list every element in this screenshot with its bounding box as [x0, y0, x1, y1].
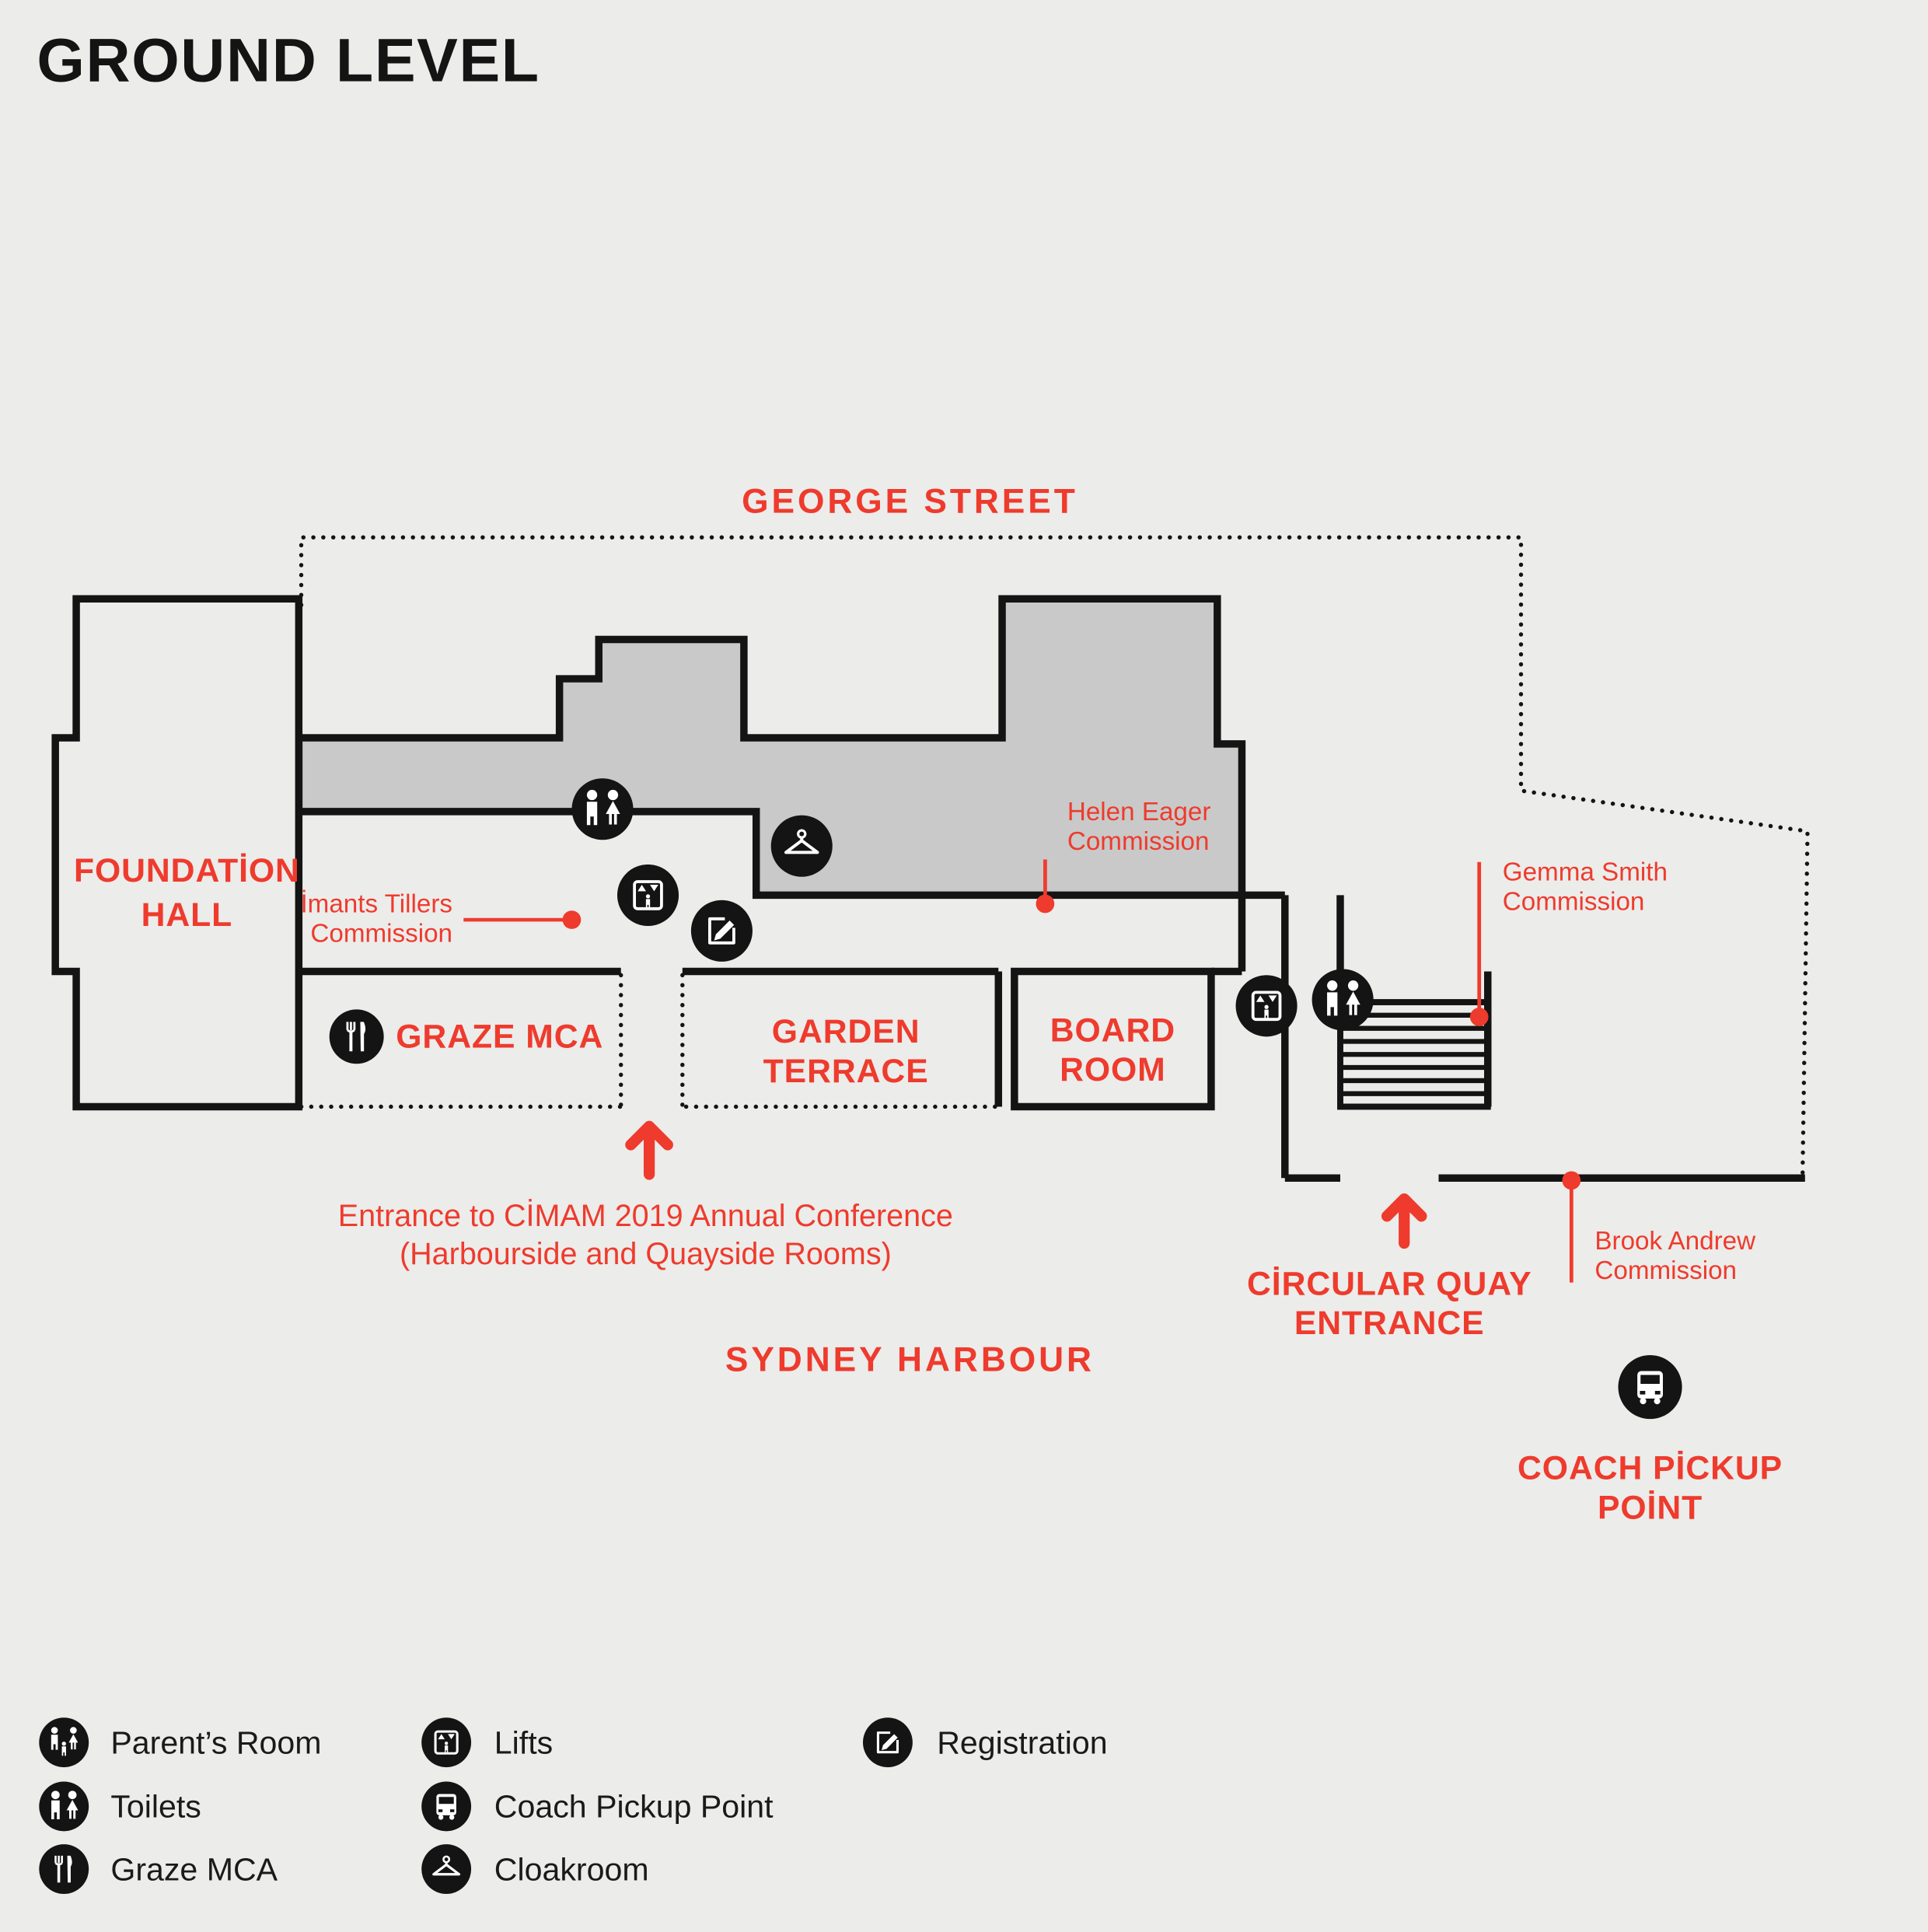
- coach-pickup-point: COACH PİCKUP POİNT: [1518, 1355, 1783, 1526]
- legend-item-graze-mca: Graze MCA: [38, 1843, 278, 1895]
- foundation-hall-outline: [51, 595, 303, 1111]
- garden-terrace-label: GARDEN TERRACE: [763, 1013, 929, 1090]
- svg-text:FOUNDATİON: FOUNDATİON: [74, 852, 300, 889]
- conference-entrance: Entrance to CİMAM 2019 Annual Conference…: [338, 1120, 953, 1271]
- legend-item-toilets: Toilets: [39, 1781, 201, 1831]
- svg-text:Toilets: Toilets: [110, 1789, 201, 1825]
- cloakroom-icon: [770, 814, 834, 879]
- imants-tillers-location-dot: [562, 910, 582, 929]
- toilets-icon: [39, 1781, 89, 1831]
- svg-text:COACH PİCKUP: COACH PİCKUP: [1518, 1450, 1783, 1487]
- svg-text:Registration: Registration: [937, 1724, 1107, 1760]
- legend-item-registration: Registration: [861, 1716, 1108, 1769]
- circular-quay-entrance: CİRCULAR QUAY ENTRANCE: [1247, 1193, 1532, 1342]
- sydney-harbour-label: SYDNEY HARBOUR: [725, 1341, 1095, 1379]
- graze-mca-label: GRAZE MCA: [396, 1018, 603, 1056]
- registration-icon: [861, 1716, 914, 1769]
- svg-text:BOARD: BOARD: [1050, 1012, 1175, 1050]
- coach-pickup-icon: [421, 1781, 472, 1832]
- gemma-smith-commission: Gemma Smith Commission: [1469, 858, 1668, 1026]
- svg-text:İmants Tillers: İmants Tillers: [300, 890, 452, 919]
- helen-eager-location-dot: [1036, 894, 1055, 914]
- brook-andrew-commission: Brook Andrew Commission: [1562, 1171, 1756, 1285]
- helen-eager-commission: Helen Eager Commission: [1036, 798, 1211, 914]
- toilets-icon: [1312, 969, 1374, 1030]
- svg-text:TERRACE: TERRACE: [763, 1053, 929, 1090]
- svg-text:Cloakroom: Cloakroom: [494, 1851, 649, 1887]
- legend-item-coach-pickup: Coach Pickup Point: [421, 1781, 774, 1832]
- svg-text:Commission: Commission: [1067, 827, 1210, 856]
- svg-text:Brook Andrew: Brook Andrew: [1594, 1227, 1756, 1256]
- board-room-label: BOARD ROOM: [1050, 1012, 1175, 1089]
- open-edge-dotted-lines: [299, 973, 1001, 1116]
- svg-text:ENTRANCE: ENTRANCE: [1294, 1305, 1485, 1342]
- graze-mca-icon: [38, 1843, 90, 1895]
- svg-text:Coach Pickup Point: Coach Pickup Point: [494, 1789, 774, 1825]
- foundation-hall-label: FOUNDATİON HALL: [74, 852, 300, 934]
- svg-text:Commission: Commission: [310, 920, 452, 949]
- legend-item-cloakroom: Cloakroom: [420, 1843, 649, 1895]
- page-title: GROUND LEVEL: [37, 25, 540, 94]
- entrance-arrow-icon: [1381, 1193, 1427, 1249]
- svg-text:(Harbourside and Quayside Room: (Harbourside and Quayside Rooms): [400, 1237, 892, 1271]
- parents-room-icon: [39, 1717, 89, 1767]
- legend-item-lifts: Lifts: [421, 1717, 553, 1767]
- svg-text:Commission: Commission: [1594, 1256, 1737, 1285]
- gemma-smith-location-dot: [1469, 1008, 1489, 1026]
- imants-tillers-commission: İmants Tillers Commission: [300, 890, 582, 949]
- legend-item-parents-room: Parent’s Room: [39, 1717, 322, 1767]
- svg-text:ROOM: ROOM: [1060, 1051, 1166, 1088]
- registration-icon: [690, 899, 754, 963]
- svg-text:Helen Eager: Helen Eager: [1067, 798, 1211, 826]
- svg-text:CİRCULAR QUAY: CİRCULAR QUAY: [1247, 1265, 1532, 1302]
- svg-text:Parent’s Room: Parent’s Room: [110, 1724, 321, 1760]
- legend: Parent’s Room Toilets Graze MCA Lifts Co…: [38, 1716, 1108, 1895]
- george-street-boundary: [299, 535, 1810, 1178]
- brook-andrew-location-dot: [1562, 1171, 1581, 1190]
- stairs: [1337, 999, 1491, 1110]
- coach-pickup-icon: [1618, 1355, 1682, 1420]
- george-street-label: GEORGE STREET: [742, 483, 1078, 521]
- lifts-icon: [421, 1717, 471, 1767]
- svg-text:Commission: Commission: [1503, 887, 1645, 916]
- gallery-block: [295, 595, 1246, 900]
- svg-text:HALL: HALL: [141, 896, 233, 934]
- lifts-icon: [1236, 975, 1298, 1036]
- svg-text:Entrance to CİMAM 2019 Annual: Entrance to CİMAM 2019 Annual Conference: [338, 1199, 953, 1233]
- board-room-outline: [1011, 967, 1215, 1111]
- cloakroom-icon: [420, 1843, 473, 1895]
- svg-text:Gemma Smith: Gemma Smith: [1503, 858, 1668, 886]
- entrance-arrow-icon: [625, 1120, 673, 1180]
- graze-mca-icon: [328, 1008, 386, 1065]
- lifts-icon: [617, 865, 679, 926]
- svg-text:Lifts: Lifts: [494, 1724, 553, 1760]
- svg-text:Graze MCA: Graze MCA: [110, 1851, 278, 1887]
- svg-text:GARDEN: GARDEN: [772, 1013, 920, 1050]
- svg-text:POİNT: POİNT: [1598, 1489, 1703, 1526]
- toilets-icon: [571, 778, 633, 840]
